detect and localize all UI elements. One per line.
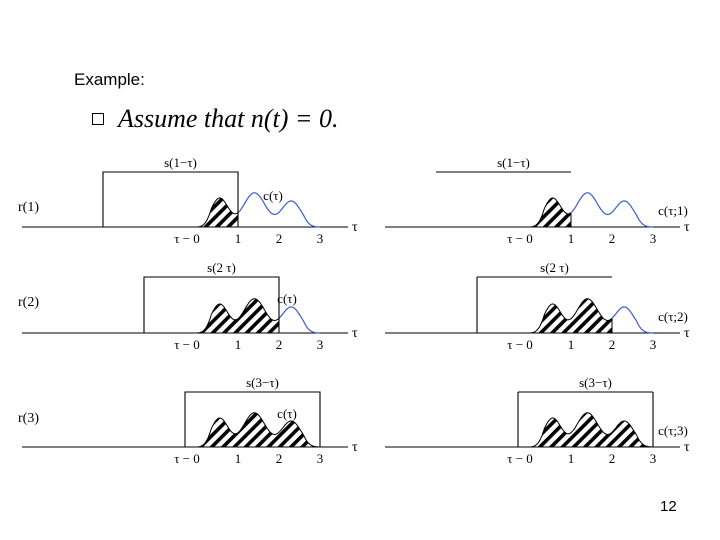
row-label: r(1) bbox=[18, 200, 39, 215]
window-rectangle bbox=[184, 391, 321, 447]
tick-label: 1 bbox=[235, 451, 242, 466]
window-label: s(1−τ) bbox=[164, 155, 197, 170]
left-panel-1: τ τ − 0 1 2 3 s(1−τ) r(1) c(τ) bbox=[18, 155, 358, 246]
page-number: 12 bbox=[660, 498, 677, 515]
tick-label: 2 bbox=[276, 337, 283, 352]
tick-label: 1 bbox=[568, 451, 575, 466]
tick-label: 3 bbox=[650, 231, 657, 246]
tick-label: τ − 0 bbox=[507, 337, 533, 352]
right-panel-2: τ τ − 0 1 2 3 s(2 τ) c(τ;2) bbox=[385, 260, 690, 352]
overlap-hatched-area bbox=[529, 412, 653, 448]
bullet-text: Assume that n(t) = 0. bbox=[118, 104, 339, 133]
tick-label: 2 bbox=[276, 231, 283, 246]
overlap-hatched-area bbox=[530, 197, 572, 228]
tick-label: 3 bbox=[317, 451, 324, 466]
tick-label: 1 bbox=[235, 231, 242, 246]
tick-label: τ − 0 bbox=[174, 337, 200, 352]
tick-label: 1 bbox=[568, 337, 575, 352]
tick-label: 3 bbox=[650, 451, 657, 466]
axis-label: τ bbox=[684, 220, 690, 235]
overlap-hatched-area bbox=[529, 298, 613, 334]
tick-label: 2 bbox=[609, 337, 616, 352]
tick-label: 1 bbox=[235, 337, 242, 352]
window-label: s(2 τ) bbox=[540, 260, 569, 275]
overlap-hatched-area bbox=[196, 412, 320, 448]
tick-label: 3 bbox=[317, 231, 324, 246]
left-panel-2: τ τ − 0 1 2 3 s(2 τ) r(2) c(τ) bbox=[18, 260, 358, 352]
tick-label: 3 bbox=[650, 337, 657, 352]
axis-label: τ bbox=[352, 440, 358, 455]
right-panel-3: τ τ − 0 1 2 3 s(3−τ) c(τ;3) bbox=[385, 375, 690, 466]
tick-label: τ − 0 bbox=[174, 451, 200, 466]
row-label: r(3) bbox=[18, 411, 39, 426]
window-label: s(2 τ) bbox=[207, 260, 236, 275]
tick-label: τ − 0 bbox=[507, 231, 533, 246]
axis-label: τ bbox=[684, 440, 690, 455]
window-rectangle bbox=[102, 171, 239, 227]
tick-label: 2 bbox=[609, 231, 616, 246]
tick-label: τ − 0 bbox=[507, 451, 533, 466]
tick-label: 2 bbox=[609, 451, 616, 466]
slide-heading: Example: bbox=[74, 70, 145, 89]
curve-label: c(τ) bbox=[277, 291, 297, 306]
curve-label: c(τ;1) bbox=[658, 203, 688, 218]
axis-label: τ bbox=[684, 326, 690, 341]
window-label: s(3−τ) bbox=[579, 375, 612, 390]
overlap-hatched-area bbox=[196, 298, 280, 334]
overlap-hatched-area bbox=[197, 197, 239, 228]
window-label: s(3−τ) bbox=[246, 375, 279, 390]
left-panel-3: τ τ − 0 1 2 3 s(3−τ) r(3) c(τ) bbox=[18, 375, 358, 466]
curve-label: c(τ) bbox=[263, 188, 283, 203]
axis-label: τ bbox=[352, 326, 358, 341]
window-label: s(1−τ) bbox=[497, 155, 530, 170]
tick-label: 3 bbox=[317, 337, 324, 352]
window-rectangle bbox=[143, 276, 280, 333]
curve-label: c(τ;3) bbox=[658, 423, 688, 438]
tick-label: τ − 0 bbox=[174, 231, 200, 246]
curve-label: c(τ;2) bbox=[658, 309, 688, 324]
received-pulse-curve bbox=[278, 306, 320, 334]
row-label: r(2) bbox=[18, 295, 39, 310]
bullet-point: Assume that n(t) = 0. bbox=[92, 104, 338, 134]
right-panel-1: τ τ − 0 1 2 3 s(1−τ) c(τ;1) bbox=[385, 155, 690, 246]
bullet-box-icon bbox=[92, 113, 104, 125]
received-pulse-curve bbox=[611, 306, 653, 334]
axis-label: τ bbox=[352, 220, 358, 235]
received-pulse-curve bbox=[237, 192, 320, 228]
curve-label: c(τ) bbox=[277, 406, 297, 421]
received-pulse-curve bbox=[570, 192, 653, 228]
tick-label: 1 bbox=[568, 231, 575, 246]
tick-label: 2 bbox=[276, 451, 283, 466]
